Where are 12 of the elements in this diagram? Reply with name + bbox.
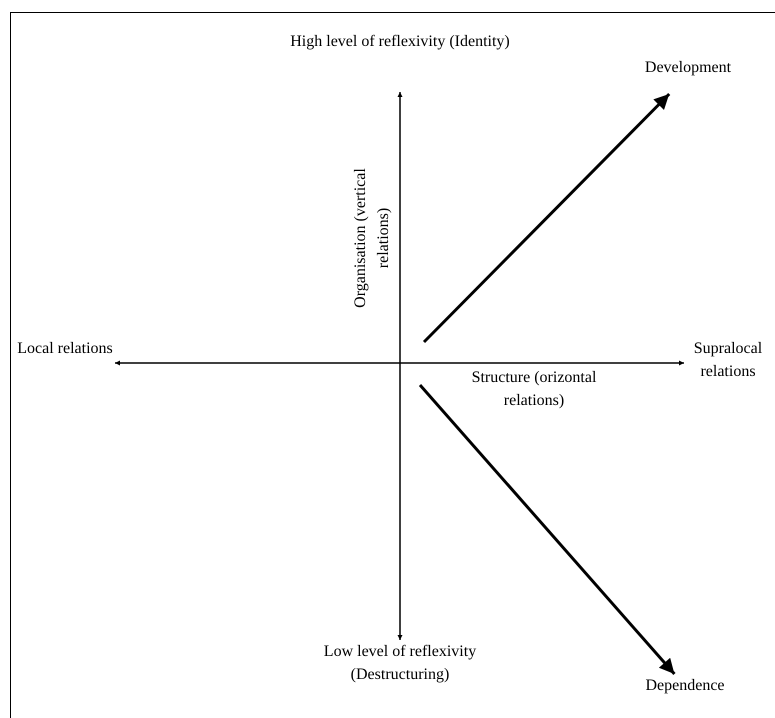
arrow [398, 92, 402, 640]
axis-title: Structure (orizontal relations) [470, 368, 598, 411]
arrow [418, 384, 676, 675]
axis-label: High level of reflexivity (Identity) [290, 33, 510, 50]
axis-label: Local relations [17, 340, 113, 357]
axis-label: Low level of reflexivity (Destructuring) [324, 643, 476, 683]
axis-label: Development [644, 59, 732, 76]
arrow [115, 360, 684, 366]
axis-label: Dependence [645, 677, 725, 694]
axis-title: Organisation (vertical relations) [351, 167, 393, 310]
arrow [422, 92, 670, 344]
axis-label: Supralocal relations [694, 340, 762, 380]
